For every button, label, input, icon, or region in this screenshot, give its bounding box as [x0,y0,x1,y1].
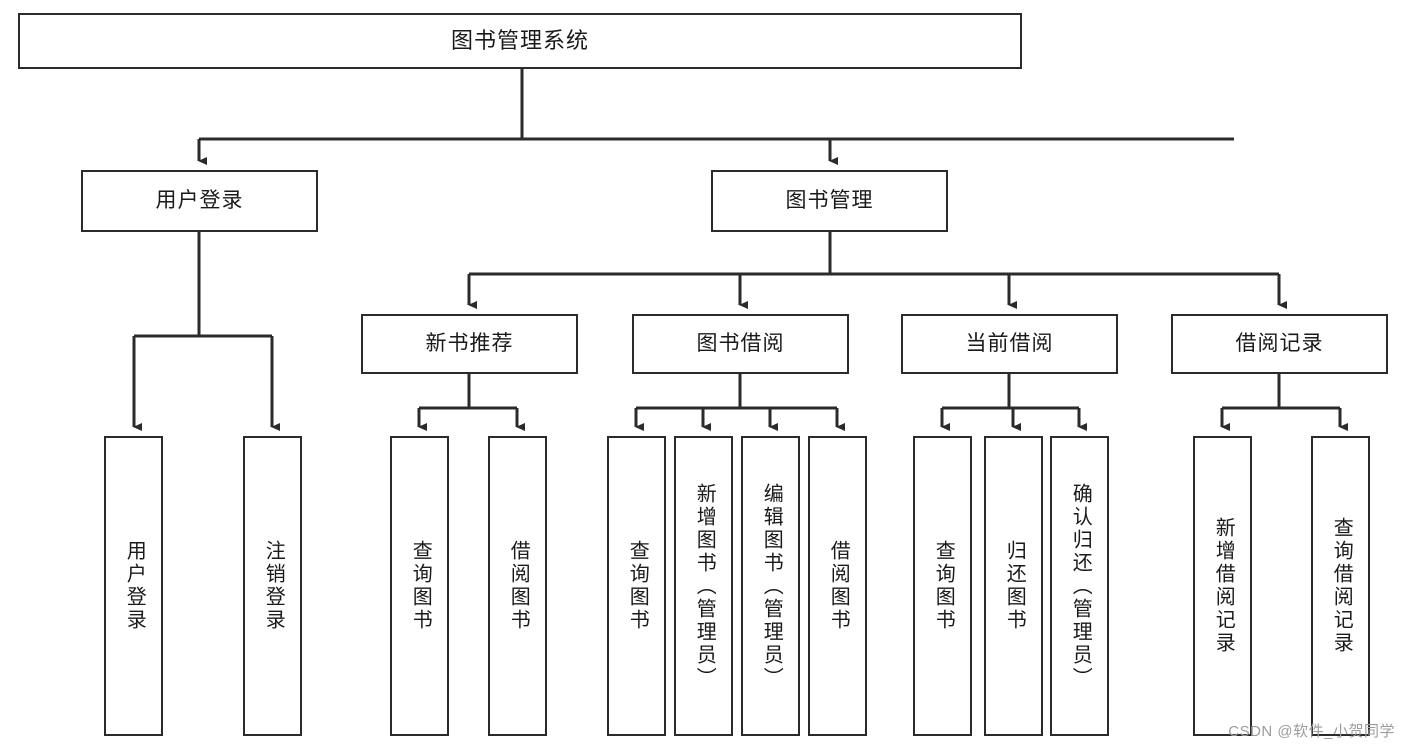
node-current-borrow[interactable]: 当前借阅 [901,314,1118,374]
leaf-node-label: 新增借阅记录 [1212,517,1235,655]
leaf-node-label: 确认归还（管理员） [1069,482,1092,690]
leaf-node-label: 编辑图书（管理员） [760,482,783,690]
leaf-node[interactable]: 注销登录 [243,436,302,736]
watermark-text: CSDN @软件_小贺同学 [1228,723,1395,740]
leaf-node[interactable]: 查询借阅记录 [1311,436,1370,736]
leaf-node[interactable]: 新增图书（管理员） [674,436,733,736]
node-borrow-record-label: 借阅记录 [1235,332,1324,356]
leaf-node[interactable]: 查询图书 [913,436,972,736]
leaf-node[interactable]: 归还图书 [984,436,1043,736]
leaf-node-label: 借阅图书 [827,540,850,632]
leaf-node-label: 新增图书（管理员） [693,482,716,690]
leaf-node-label: 注销登录 [262,540,285,632]
leaf-node[interactable]: 编辑图书（管理员） [741,436,800,736]
leaf-node[interactable]: 用户登录 [104,436,163,736]
leaf-node[interactable]: 借阅图书 [808,436,867,736]
leaf-node-label: 查询图书 [932,540,955,632]
leaf-node-label: 查询图书 [626,540,649,632]
leaf-node-label: 用户登录 [123,540,146,632]
leaf-node-label: 借阅图书 [507,540,530,632]
node-book-borrow[interactable]: 图书借阅 [632,314,849,374]
leaf-node[interactable]: 借阅图书 [488,436,547,736]
node-root-label: 图书管理系统 [450,27,589,53]
node-book-management-label: 图书管理 [785,189,874,213]
leaf-node[interactable]: 新增借阅记录 [1193,436,1252,736]
leaf-node-label: 查询借阅记录 [1330,517,1353,655]
node-current-borrow-label: 当前借阅 [965,332,1054,356]
node-borrow-record[interactable]: 借阅记录 [1171,314,1388,374]
leaf-node-label: 归还图书 [1003,540,1026,632]
leaf-node[interactable]: 查询图书 [390,436,449,736]
node-book-management[interactable]: 图书管理 [711,170,948,232]
node-new-book-recommend[interactable]: 新书推荐 [361,314,578,374]
node-root[interactable]: 图书管理系统 [18,13,1022,69]
leaf-node-label: 查询图书 [409,540,432,632]
node-user-login-label: 用户登录 [155,189,244,213]
leaf-node[interactable]: 确认归还（管理员） [1050,436,1109,736]
node-new-book-recommend-label: 新书推荐 [425,332,514,356]
node-book-borrow-label: 图书借阅 [696,332,785,356]
node-user-login[interactable]: 用户登录 [81,170,318,232]
leaf-node[interactable]: 查询图书 [607,436,666,736]
